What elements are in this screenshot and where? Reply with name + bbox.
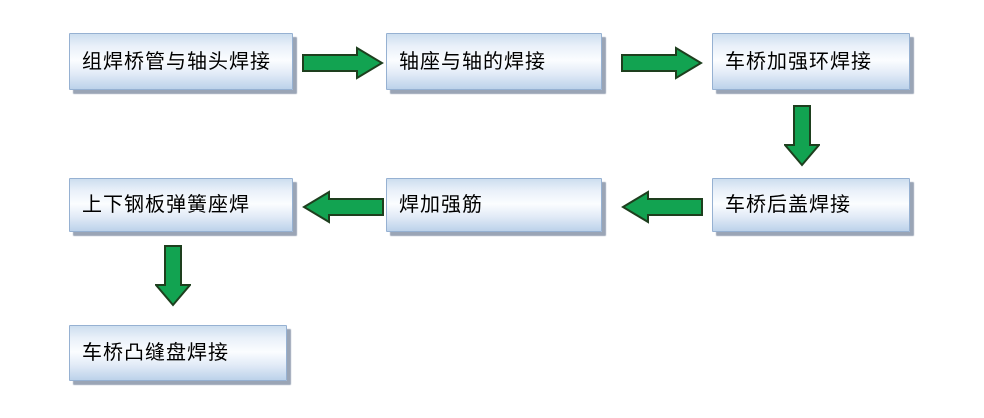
flow-node-6: 上下钢板弹簧座焊 bbox=[69, 178, 293, 232]
flow-node-1-label: 组焊桥管与轴头焊接 bbox=[82, 50, 271, 73]
flow-node-5-label: 焊加强筋 bbox=[399, 194, 483, 216]
arrow-left-icon-2 bbox=[302, 190, 384, 224]
flow-node-5: 焊加强筋 bbox=[386, 178, 602, 232]
arrow-right-icon-1 bbox=[302, 46, 384, 80]
flow-node-2: 轴座与轴的焊接 bbox=[386, 33, 602, 90]
flow-node-2-label: 轴座与轴的焊接 bbox=[399, 50, 546, 73]
flow-node-3: 车桥加强环焊接 bbox=[712, 33, 910, 90]
flow-node-7: 车桥凸缝盘焊接 bbox=[69, 325, 287, 381]
flow-node-1: 组焊桥管与轴头焊接 bbox=[69, 33, 293, 90]
flow-node-6-label: 上下钢板弹簧座焊 bbox=[82, 194, 250, 216]
flow-node-3-label: 车桥加强环焊接 bbox=[725, 50, 872, 73]
arrow-down-icon-1 bbox=[784, 105, 820, 167]
arrow-down-icon-2 bbox=[155, 245, 191, 307]
flow-node-4-label: 车桥后盖焊接 bbox=[725, 194, 851, 216]
arrow-left-icon-1 bbox=[621, 190, 703, 224]
arrow-right-icon-2 bbox=[621, 46, 703, 80]
flow-node-7-label: 车桥凸缝盘焊接 bbox=[82, 342, 229, 364]
flow-node-4: 车桥后盖焊接 bbox=[712, 178, 910, 232]
